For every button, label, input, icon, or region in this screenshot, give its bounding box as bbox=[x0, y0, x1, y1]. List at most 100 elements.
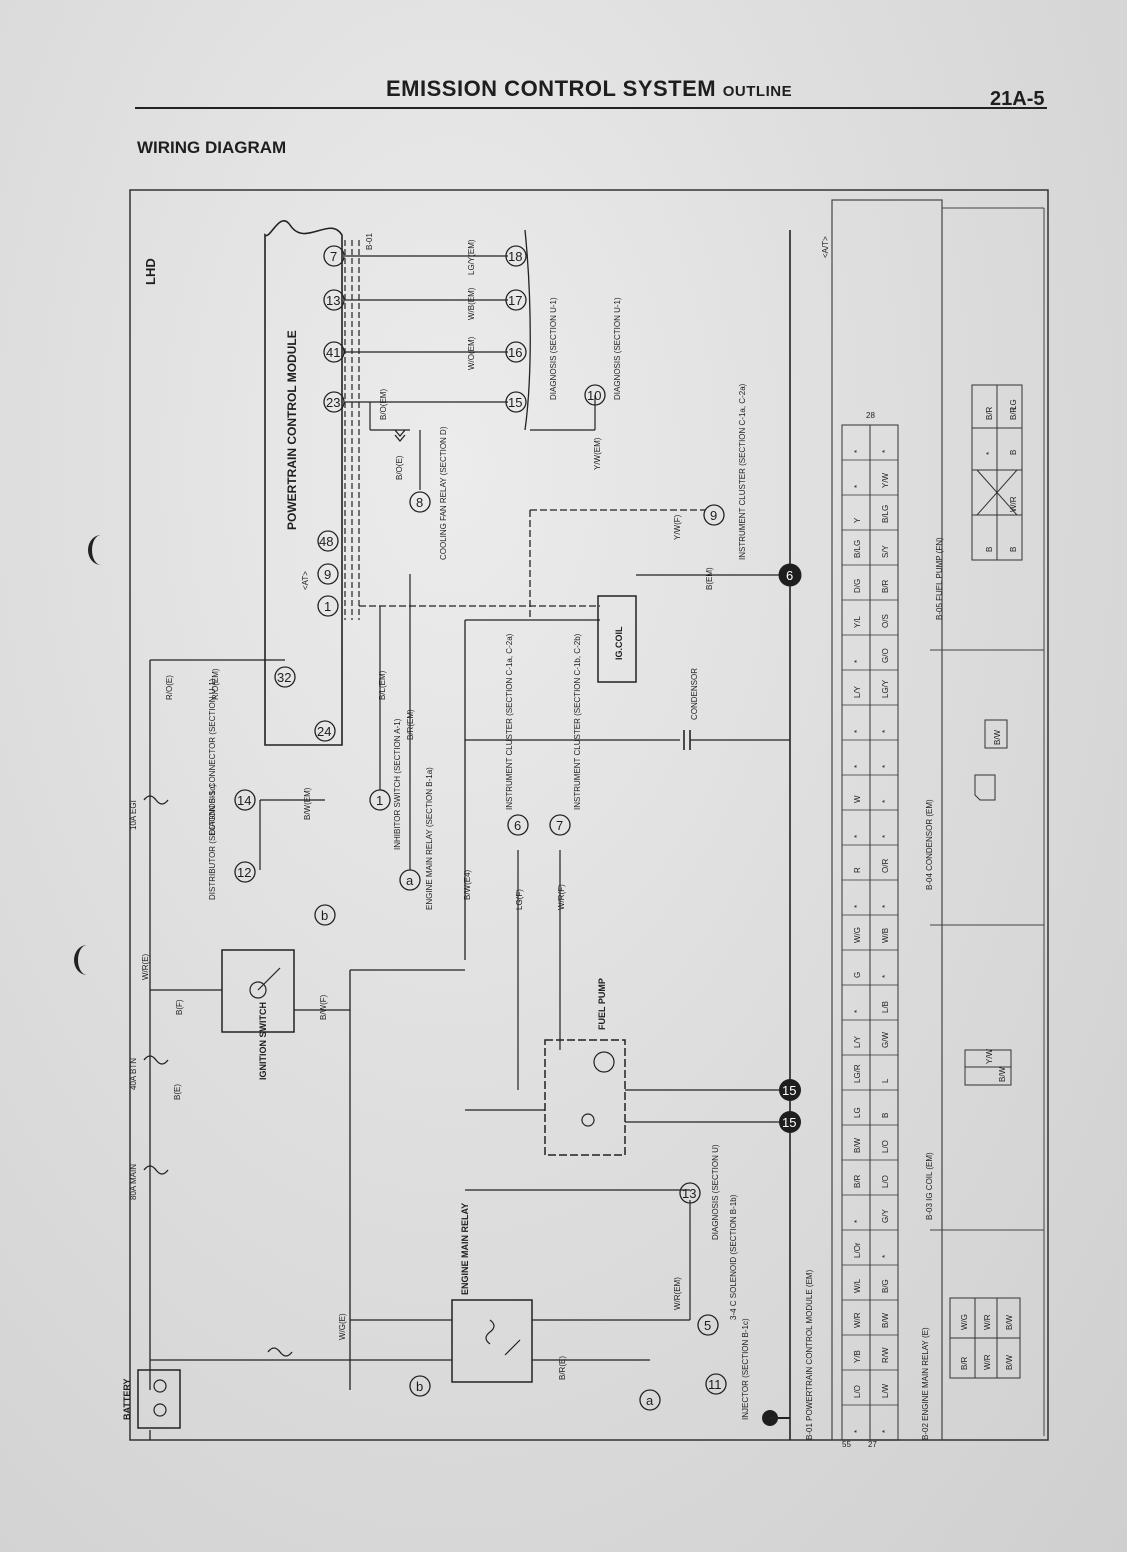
b01-pin-top: G bbox=[853, 972, 862, 978]
b01-pin-top: L/O bbox=[853, 1385, 862, 1398]
wire-code-12: B/R(EM) bbox=[406, 709, 415, 740]
b03-title: B-03 IG COIL (EM) bbox=[925, 1152, 934, 1220]
engine-relay-ref-num: a bbox=[406, 873, 414, 888]
wire-code-17: B(E) bbox=[173, 1084, 182, 1100]
ignition-coil-label: IG.COIL bbox=[614, 626, 624, 660]
b02-pin-4: B/W bbox=[1005, 1314, 1014, 1330]
b01-pin-bottom: L/O bbox=[881, 1175, 890, 1188]
pcm-pin-7: 7 bbox=[323, 245, 345, 267]
b01-pin-top: L/Y bbox=[853, 685, 862, 698]
fuse-80a-label: 80A MAIN bbox=[129, 1164, 138, 1200]
b01-connector: B-01 POWERTRAIN CONTROL MODULE (EM) <A/T… bbox=[805, 236, 899, 1449]
wire-code-18: B(F) bbox=[175, 999, 184, 1015]
b01-pin-bottom: S/Y bbox=[881, 544, 890, 558]
b05-pin-0: B/R bbox=[985, 406, 994, 420]
ignition-switch-box bbox=[221, 949, 295, 1033]
fuel-pump-sender bbox=[581, 1113, 595, 1127]
diagnosis-10-label: DIAGNOSIS (SECTION U-1) bbox=[613, 297, 622, 400]
ground-15-b: 15 bbox=[779, 1111, 801, 1133]
b01-pin-bottom: R/W bbox=[881, 1347, 890, 1363]
pcm-at-marker: <AT> bbox=[301, 571, 310, 590]
b01-pin-top: W bbox=[853, 795, 862, 803]
b01-pin-bottom: B/LG bbox=[881, 505, 890, 523]
wire-code-4: B/O(E) bbox=[395, 455, 404, 480]
b01-pin-top: LG bbox=[853, 1107, 862, 1118]
b01-pin-top: * bbox=[853, 1010, 862, 1013]
b01-pin-top: W/R bbox=[853, 1312, 862, 1328]
instrument-9-label: INSTRUMENT CLUSTER (SECTION C-1a, C-2a) bbox=[738, 383, 747, 560]
ref-b-bottom-label: b bbox=[416, 1379, 423, 1394]
b01-pin-top: Y bbox=[853, 517, 862, 523]
fuse-80a bbox=[143, 1165, 169, 1175]
diagnosis-terminal-18-label: 18 bbox=[508, 249, 522, 264]
wire-code-16: W/R(E) bbox=[141, 953, 150, 980]
fuse-40a-label: 40A BTN bbox=[129, 1058, 138, 1090]
b01-pin-bottom: * bbox=[881, 835, 890, 838]
pcm-pin-23-label: 23 bbox=[326, 395, 340, 410]
pcm-pin-7-label: 7 bbox=[330, 249, 337, 264]
b01-pin-top: * bbox=[853, 660, 862, 663]
engine-relay-ref: a bbox=[399, 869, 421, 891]
ignition-switch-label: IGNITION SWITCH bbox=[258, 1002, 268, 1080]
battery-symbol bbox=[137, 1369, 181, 1429]
wire-code-21: B/R(E) bbox=[558, 1356, 567, 1380]
b01-pin-top: * bbox=[853, 1220, 862, 1223]
ground-15-a-label: 15 bbox=[782, 1083, 796, 1098]
pcm-pin-24: 24 bbox=[314, 720, 336, 742]
diagnosis-section-label: DIAGNOSIS (SECTION U-1) bbox=[549, 297, 558, 400]
pcm-pin-48: 48 bbox=[317, 530, 339, 552]
diagnosis-10-ref: 10 bbox=[584, 384, 606, 406]
solenoid-5-ref: 5 bbox=[697, 1314, 719, 1336]
instrument-7-ref: 7 bbox=[549, 814, 571, 836]
pcm-pin-32: 32 bbox=[274, 666, 296, 688]
instrument-7-label: INSTRUMENT CLUSTER (SECTION C-1b, C-2b) bbox=[573, 633, 582, 810]
inhibitor-num: 1 bbox=[376, 793, 383, 808]
page-header-title: EMISSION CONTROL SYSTEM OUTLINE bbox=[386, 76, 792, 102]
diagnosis-terminal-15: 15 bbox=[505, 391, 527, 413]
b01-pin-bottom: B/R bbox=[881, 579, 890, 593]
pcm-pin-1: 1 bbox=[317, 595, 339, 617]
diagnosis-13-num: 13 bbox=[682, 1186, 696, 1201]
fuse-10a bbox=[143, 795, 169, 805]
distributor-ref: 12 bbox=[234, 861, 256, 883]
b01-pin-bottom: * bbox=[881, 730, 890, 733]
ignition-switch-lever bbox=[257, 967, 281, 991]
b01-pin-top: B/LG bbox=[853, 540, 862, 558]
b01-pin-bottom: W/B bbox=[881, 928, 890, 943]
b05-connector: B-05 FUEL PUMP (FN) B/R B/R * B LG W/R B… bbox=[935, 384, 1023, 620]
b01-pin-top: * bbox=[853, 1430, 862, 1433]
pcm-box bbox=[264, 220, 343, 746]
distributor-label: DISTRIBUTOR (SECTION B-1c) bbox=[208, 784, 217, 900]
battery-label: BATTERY bbox=[122, 1379, 132, 1421]
instrument-6-num: 6 bbox=[514, 818, 521, 833]
diagnosis-13-label: DIAGNOSIS (SECTION U) bbox=[711, 1144, 720, 1240]
wire-code-0: B/O(EM) bbox=[379, 389, 388, 420]
b01-pin-top: * bbox=[853, 835, 862, 838]
ref-a-bottom: a bbox=[639, 1389, 661, 1411]
diagnosis-terminal-17-label: 17 bbox=[508, 293, 522, 308]
pcm-pin-24-label: 24 bbox=[317, 724, 331, 739]
battery-plus bbox=[153, 1379, 167, 1393]
ground-15-a: 15 bbox=[779, 1079, 801, 1101]
ref-a-bottom-label: a bbox=[646, 1393, 654, 1408]
b01-pin-bottom: LG/Y bbox=[881, 679, 890, 698]
b01-pin-bottom: B/W bbox=[881, 1312, 890, 1328]
b01-pin-top: B/R bbox=[853, 1174, 862, 1188]
b02-title: B-02 ENGINE MAIN RELAY (E) bbox=[921, 1327, 930, 1440]
wire-code-9: R/O(E) bbox=[165, 675, 174, 700]
diagnosis-terminal-15-label: 15 bbox=[508, 395, 522, 410]
b02-pin-5: B/W bbox=[1005, 1354, 1014, 1370]
instrument-9-ref: 9 bbox=[703, 504, 725, 526]
wire-code-7: B(EM) bbox=[705, 567, 714, 590]
wire-code-5: Y/W(EM) bbox=[593, 437, 602, 470]
b01-pin-28: 28 bbox=[866, 411, 875, 420]
ground-6: 6 bbox=[778, 563, 802, 587]
condenser-label: CONDENSOR bbox=[690, 668, 699, 720]
b01-pin-bottom: * bbox=[881, 1430, 890, 1433]
engine-relay-ref-label: ENGINE MAIN RELAY (SECTION B-1a) bbox=[425, 767, 434, 910]
b05-x-2 bbox=[976, 469, 1018, 516]
b04-title: B-04 CONDENSOR (EM) bbox=[925, 799, 934, 890]
diagnosis-terminal-16-label: 16 bbox=[508, 345, 522, 360]
instrument-7-num: 7 bbox=[556, 818, 563, 833]
b04-pin-0: B/W bbox=[993, 729, 1002, 745]
